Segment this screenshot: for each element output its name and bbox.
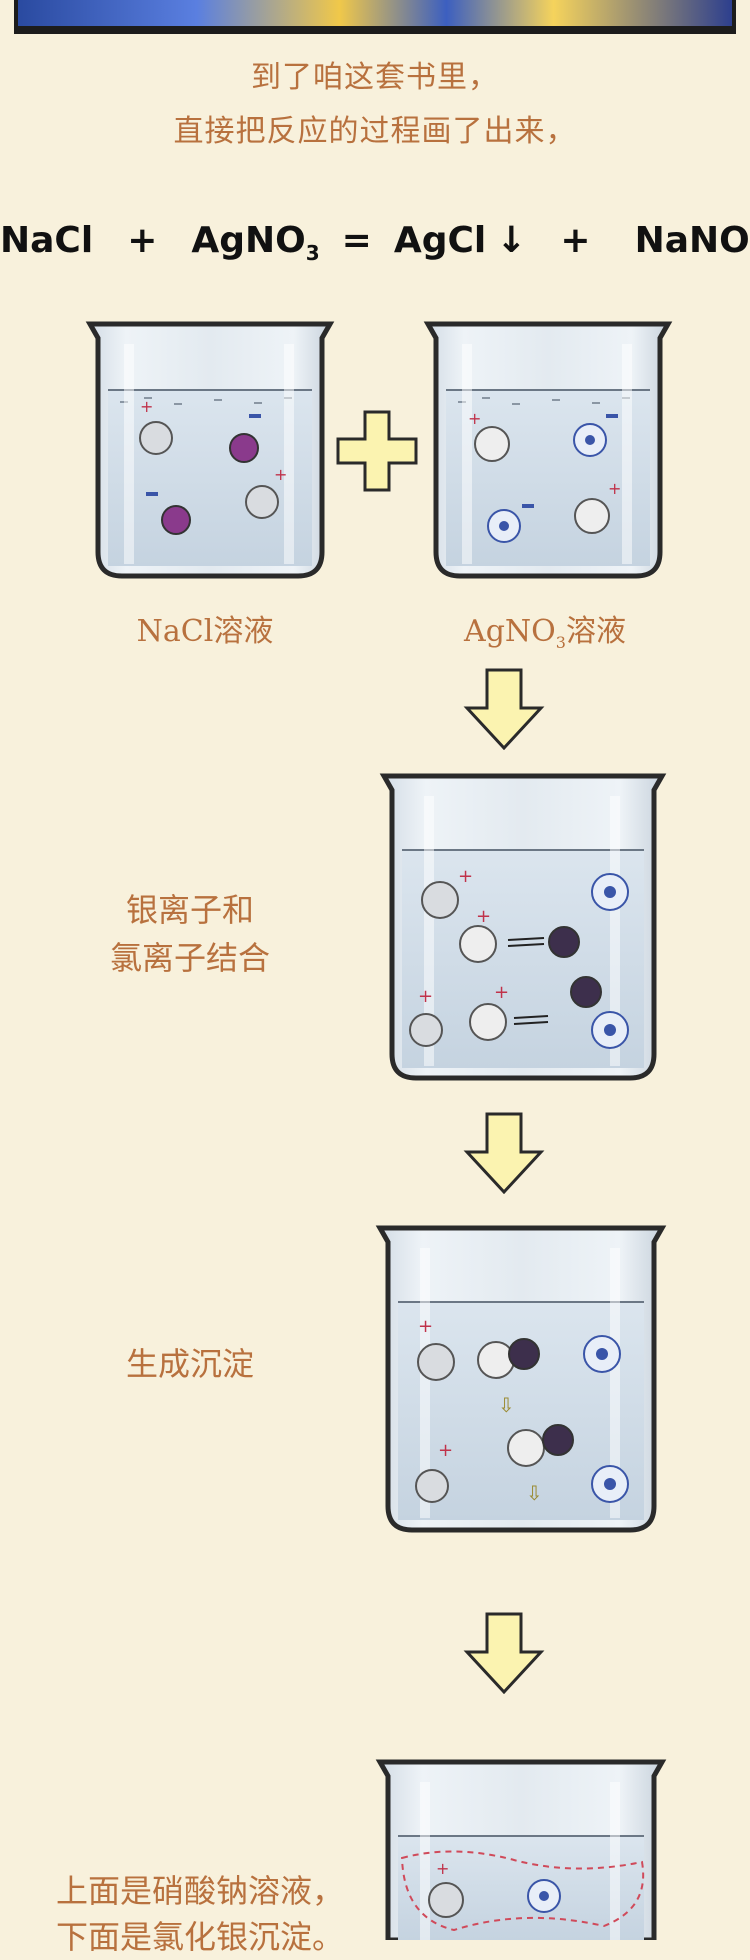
svg-text:+: + <box>438 1440 453 1461</box>
eq-precipitate-arrow: ↓ <box>496 220 526 261</box>
svg-text:+: + <box>476 906 491 927</box>
intro-line-1: 到了咱这套书里， <box>0 52 750 96</box>
svg-text:+: + <box>608 479 621 498</box>
svg-text:+: + <box>494 982 509 1003</box>
svg-text:+: + <box>418 1316 433 1337</box>
svg-text:+: + <box>274 465 287 484</box>
beaker-step-3: + <box>374 1758 668 1940</box>
eq-plus-2: + <box>560 220 590 261</box>
svg-text:⇩: ⇩ <box>498 1393 515 1417</box>
beaker-icon: + ⇩ ⇩ + <box>374 1224 668 1536</box>
beaker-icon: + + <box>84 320 336 582</box>
label-agno3-tail: 溶液 <box>566 614 626 649</box>
step-1-text: 银离子和 氯离子结合 <box>70 886 310 982</box>
eq-plus-1: + <box>127 220 157 261</box>
step-2-line-1: 生成沉淀 <box>70 1340 310 1388</box>
down-arrow-icon <box>463 668 545 754</box>
chemical-equation: NaCl+AgNO3=AgCl↓+NaNO3 <box>0 220 750 265</box>
beaker-step-2: + ⇩ ⇩ + <box>374 1224 668 1536</box>
svg-text:+: + <box>458 866 473 887</box>
banner-divider <box>14 30 736 34</box>
eq-equals: = <box>342 220 372 261</box>
label-agno3-main: AgNO <box>464 614 556 649</box>
plus-icon <box>336 410 418 496</box>
eq-nacl: NaCl <box>0 220 93 261</box>
svg-text:⇩: ⇩ <box>526 1481 543 1505</box>
beaker-step-1: + + + + <box>378 772 668 1084</box>
eq-agno-sub: 3 <box>306 241 320 265</box>
down-arrow-icon <box>463 1612 545 1698</box>
step-3-line-1: 上面是硝酸钠溶液， <box>56 1868 386 1914</box>
step-3-text: 上面是硝酸钠溶液， 下面是氯化银沉淀。 <box>56 1868 386 1960</box>
label-nacl-solution: NaCl溶液 <box>80 606 330 650</box>
svg-text:+: + <box>418 986 433 1007</box>
step-1-line-2: 氯离子结合 <box>70 934 310 982</box>
beaker-icon: + + + + <box>378 772 668 1084</box>
beaker-nacl: + + <box>84 320 336 582</box>
svg-text:+: + <box>140 397 153 416</box>
beaker-icon: + <box>374 1758 668 1940</box>
eq-agcl: AgCl <box>394 220 486 261</box>
top-banner-image <box>14 0 736 30</box>
beaker-agno3: + + <box>422 320 674 582</box>
svg-text:+: + <box>468 409 481 428</box>
step-3-line-2: 下面是氯化银沉淀。 <box>56 1914 386 1960</box>
label-agno3-sub: 3 <box>556 633 566 652</box>
step-2-text: 生成沉淀 <box>70 1340 310 1388</box>
beaker-icon: + + <box>422 320 674 582</box>
step-1-line-1: 银离子和 <box>70 886 310 934</box>
intro-line-2: 直接把反应的过程画了出来， <box>0 106 750 150</box>
down-arrow-icon <box>463 1112 545 1198</box>
label-agno3-solution: AgNO3溶液 <box>420 606 670 652</box>
svg-text:+: + <box>436 1859 449 1878</box>
eq-nano: NaNO <box>635 220 750 261</box>
eq-agno: AgNO <box>191 220 305 261</box>
